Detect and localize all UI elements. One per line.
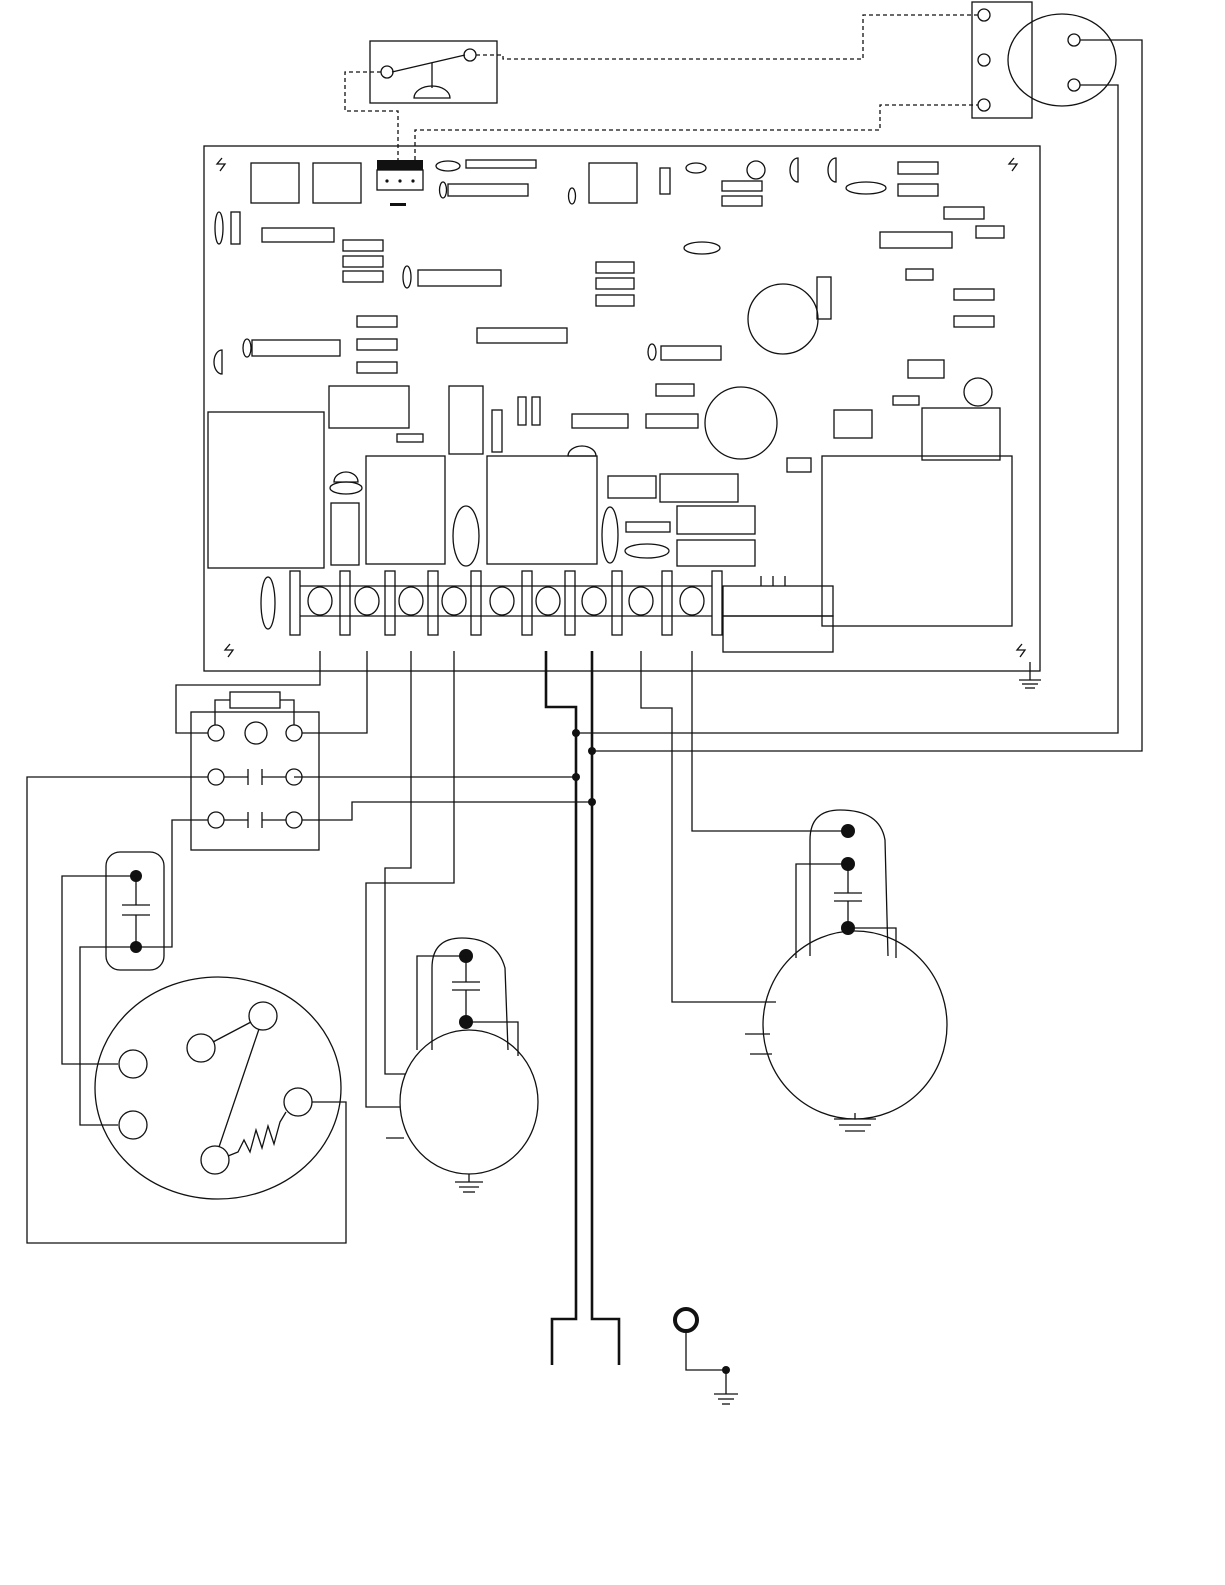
limit-switch: [370, 41, 497, 103]
left-capacitor: [106, 852, 164, 970]
main-supply-lines: [546, 651, 619, 1365]
wire-t2: [302, 651, 367, 733]
sensor-wire-2: [575, 85, 1118, 733]
ground-lug: [675, 1309, 738, 1404]
wire-outer-loop: [27, 777, 346, 1243]
wire-cap-to-motor-2: [80, 947, 136, 1125]
wire-relay-to-capacitor: [136, 820, 208, 947]
wire-t5: [641, 651, 776, 1002]
left-motor: [95, 977, 341, 1199]
flame-sensor-block: [972, 2, 1116, 118]
control-board: [204, 146, 1040, 671]
right-motor: [745, 810, 947, 1119]
wire-relay-to-line: [302, 802, 593, 820]
wire-t4: [366, 651, 454, 1107]
right-motor-ground-symbol: [834, 1113, 876, 1131]
center-motor: [386, 938, 538, 1174]
wire-t3: [385, 651, 411, 1074]
board-ground-symbol: [1019, 662, 1041, 688]
relay-block: [191, 692, 319, 850]
wire-t6: [692, 651, 848, 831]
center-motor-ground-symbol: [455, 1174, 483, 1192]
